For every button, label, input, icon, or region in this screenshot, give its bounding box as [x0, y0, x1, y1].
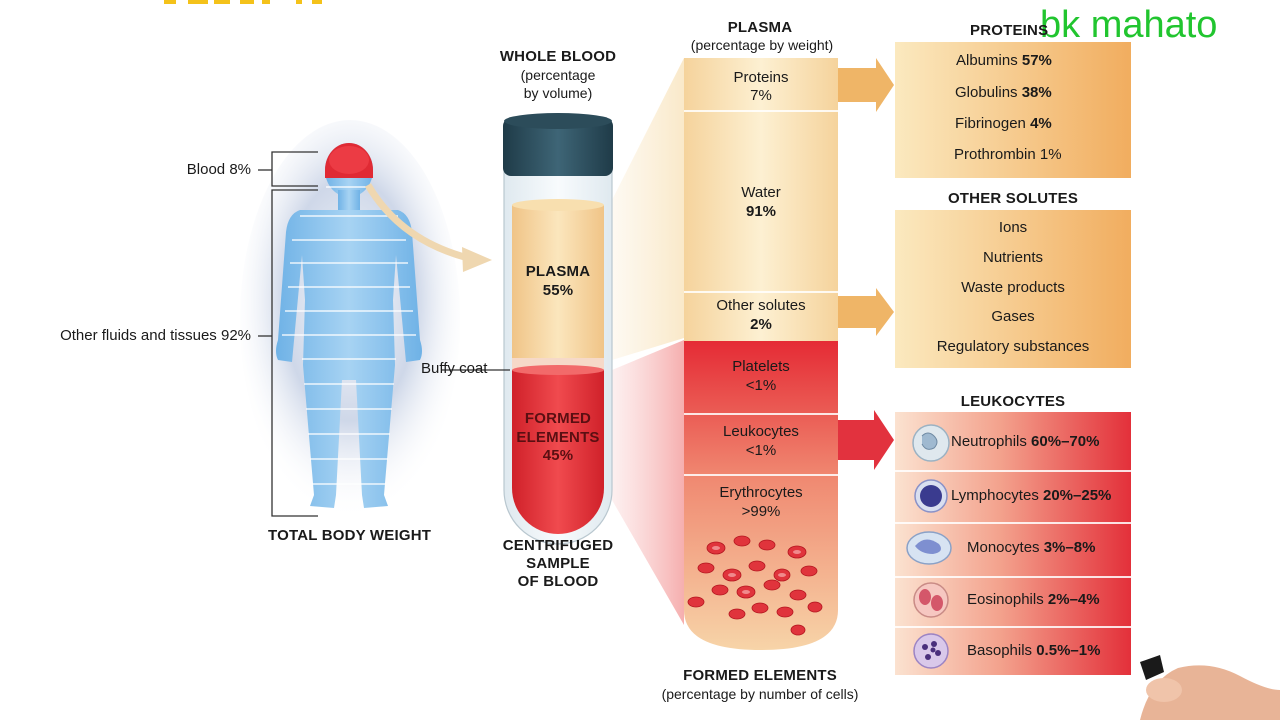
centrifuged-caption-3: OF BLOOD: [517, 573, 599, 590]
watermark: bk mahato: [1040, 4, 1218, 46]
centrifuged-caption-2: SAMPLE: [526, 555, 590, 572]
protein-item: Albumins 57%: [956, 52, 1052, 69]
leukocyte-name: Eosinophils: [967, 591, 1044, 608]
leukocyte-row: Eosinophils 2%–4%: [895, 576, 1131, 627]
tube-plasma-percent: 55%: [542, 282, 574, 299]
plasma-column-subtitle: (percentage by weight): [690, 37, 834, 53]
eosinophil-icon: [913, 582, 949, 618]
leukocyte-pct: 20%–25%: [1043, 487, 1112, 504]
protein-name: Fibrinogen: [955, 115, 1026, 132]
leukocyte-label: Monocytes 3%–8%: [967, 539, 1095, 556]
protein-item: Prothrombin 1%: [954, 146, 1062, 163]
centrifuged-caption-1: CENTRIFUGED: [502, 537, 614, 554]
tube-formed-label-1: FORMED: [524, 410, 592, 427]
column-erythrocytes-name: Erythrocytes: [719, 484, 803, 501]
whole-blood-subtitle-1: (percentage: [520, 67, 596, 83]
test-tube: [442, 113, 613, 545]
tube-plasma-label: PLASMA: [525, 263, 591, 280]
leukocyte-name: Neutrophils: [951, 433, 1027, 450]
column-other-solutes-name: Other solutes: [716, 297, 806, 314]
solute-item: Ions: [998, 219, 1028, 236]
column-leukocytes-name: Leukocytes: [723, 423, 799, 440]
blood-percent-label: Blood 8%: [186, 161, 251, 178]
monocyte-icon: [906, 531, 952, 565]
protein-pct: 4%: [1030, 115, 1052, 132]
protein-name: Globulins: [955, 84, 1018, 101]
leukocyte-pct: 60%–70%: [1031, 433, 1100, 450]
protein-name: Albumins: [956, 52, 1018, 69]
solutes-panel: [895, 210, 1131, 368]
column-platelets-name: Platelets: [732, 358, 790, 375]
proteins-panel-title: PROTEINS: [970, 22, 1049, 39]
protein-item: Globulins 38%: [955, 84, 1052, 101]
leukocyte-label: Lymphocytes 20%–25%: [951, 487, 1111, 504]
basophil-icon: [913, 633, 949, 669]
formed-elements-caption: FORMED ELEMENTS: [683, 667, 837, 684]
solute-item: Regulatory substances: [936, 338, 1090, 355]
column-other-solutes-pct: 2%: [750, 316, 772, 333]
plasma-column-title: PLASMA: [727, 19, 793, 36]
whole-blood-subtitle-2: by volume): [523, 85, 593, 101]
total-body-weight-caption: TOTAL BODY WEIGHT: [268, 527, 432, 544]
protein-name: Prothrombin: [954, 146, 1036, 163]
protein-pct: 1%: [1039, 146, 1062, 163]
protein-pct: 57%: [1021, 52, 1052, 69]
erythrocytes-drawing: [687, 535, 823, 636]
leukocyte-name: Basophils: [967, 642, 1033, 659]
leukocyte-name: Monocytes: [967, 539, 1040, 556]
leukocyte-row: Basophils 0.5%–1%: [895, 627, 1131, 678]
clipped-title-fragment: [164, 0, 322, 4]
column-leukocytes-pct: <1%: [745, 442, 777, 459]
column-water-name: Water: [741, 184, 781, 201]
protein-item: Fibrinogen 4%: [955, 115, 1052, 132]
leukocyte-label: Neutrophils 60%–70%: [951, 433, 1099, 450]
tube-formed-percent: 45%: [542, 447, 574, 464]
leukocyte-label: Basophils 0.5%–1%: [967, 642, 1100, 659]
lymphocyte-icon: [914, 479, 948, 513]
column-proteins-pct: 7%: [750, 87, 772, 104]
solute-item: Nutrients: [982, 249, 1044, 266]
leukocyte-name: Lymphocytes: [951, 487, 1039, 504]
column-proteins-name: Proteins: [733, 69, 789, 86]
column-erythrocytes-pct: >99%: [741, 503, 781, 520]
leukocyte-label: Eosinophils 2%–4%: [967, 591, 1100, 608]
protein-pct: 38%: [1021, 84, 1052, 101]
leukocyte-row: Neutrophils 60%–70%: [895, 418, 1131, 469]
leukocyte-pct: 3%–8%: [1043, 539, 1096, 556]
leukocyte-row: Monocytes 3%–8%: [895, 524, 1131, 575]
solute-item: Gases: [991, 308, 1035, 325]
formed-elements-subcaption: (percentage by number of cells): [661, 686, 859, 702]
whole-blood-title: WHOLE BLOOD: [499, 48, 617, 65]
buffy-coat-label: Buffy coat: [421, 360, 488, 377]
solute-item: Waste products: [961, 279, 1065, 296]
other-fluids-label: Other fluids and tissues 92%: [60, 327, 251, 344]
solutes-panel-title: OTHER SOLUTES: [947, 190, 1079, 207]
column-platelets-pct: <1%: [745, 377, 777, 394]
column-water-pct: 91%: [745, 203, 777, 220]
leukocyte-pct: 2%–4%: [1047, 591, 1100, 608]
neutrophil-icon: [912, 424, 950, 462]
proteins-panel: [895, 42, 1131, 178]
composition-column: [684, 58, 838, 650]
leukocyte-pct: 0.5%–1%: [1036, 642, 1101, 659]
hand-drawing: [1140, 655, 1280, 720]
tube-formed-label-2: ELEMENTS: [516, 429, 600, 446]
leukocytes-panel-title: LEUKOCYTES: [960, 393, 1066, 410]
leukocyte-row: Lymphocytes 20%–25%: [895, 472, 1131, 523]
